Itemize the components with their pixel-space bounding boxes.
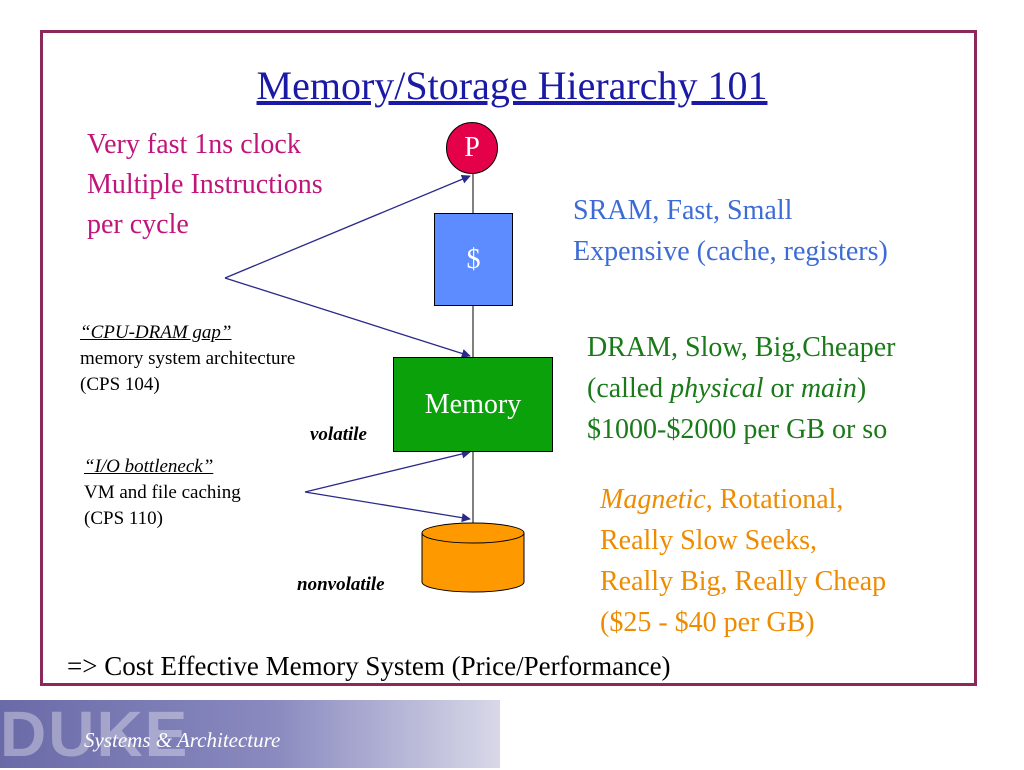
disk-note-line1: Magnetic, Rotational, [600,484,844,515]
footer-label: Systems & Architecture [84,728,281,752]
disk-cylinder [421,522,525,593]
memory-node: Memory [393,357,553,452]
dram-note-line3: $1000-$2000 per GB or so [587,414,888,445]
processor-node: P [446,122,498,174]
conclusion-text: => Cost Effective Memory System (Price/P… [67,651,671,681]
duke-logo: DUKE [0,698,190,770]
io-arrow-down [304,491,471,523]
cpu-dram-gap-line1: memory system architecture [80,348,296,369]
cpu-dram-gap-heading: “CPU-DRAM gap” [80,322,232,343]
sram-note: SRAM, Fast, Small Expensive (cache, regi… [573,190,888,272]
gap-arrow-up [224,174,471,279]
slide-frame [40,30,977,686]
sram-note-line2: Expensive (cache, registers) [573,236,888,267]
disk-note-line2: Really Slow Seeks, [600,525,817,556]
dram-note-line2: (called physical or main) [587,373,867,404]
dram-note-line1: DRAM, Slow, Big,Cheaper [587,332,896,363]
cpu-note-line3: per cycle [87,209,189,240]
gap-arrow-down [224,277,471,358]
io-arrow-up [304,449,471,493]
dram-note: DRAM, Slow, Big,Cheaper (called physical… [587,327,896,450]
cache-node: $ [434,213,513,306]
footer-bar [0,700,500,768]
cpu-note-line2: Multiple Instructions [87,169,323,200]
io-bottleneck-heading: “I/O bottleneck” [84,456,214,477]
sram-note-line1: SRAM, Fast, Small [573,195,793,226]
cpu-dram-gap-note: “CPU-DRAM gap” memory system architectur… [80,320,295,398]
disk-note-line4: ($25 - $40 per GB) [600,607,815,638]
volatile-label: volatile [310,424,367,445]
nonvolatile-label: nonvolatile [297,574,385,595]
io-bottleneck-line1: VM and file caching [84,482,241,503]
slide-title: Memory/Storage Hierarchy 101 [256,63,768,108]
io-bottleneck-note: “I/O bottleneck” VM and file caching (CP… [84,454,241,532]
cpu-note-line1: Very fast 1ns clock [87,129,301,160]
cpu-note: Very fast 1ns clock Multiple Instruction… [87,125,323,245]
io-bottleneck-line2: (CPS 110) [84,508,164,529]
disk-note-line3: Really Big, Really Cheap [600,566,887,597]
disk-note: Magnetic, Rotational, Really Slow Seeks,… [600,479,886,643]
cpu-dram-gap-line2: (CPS 104) [80,374,160,395]
